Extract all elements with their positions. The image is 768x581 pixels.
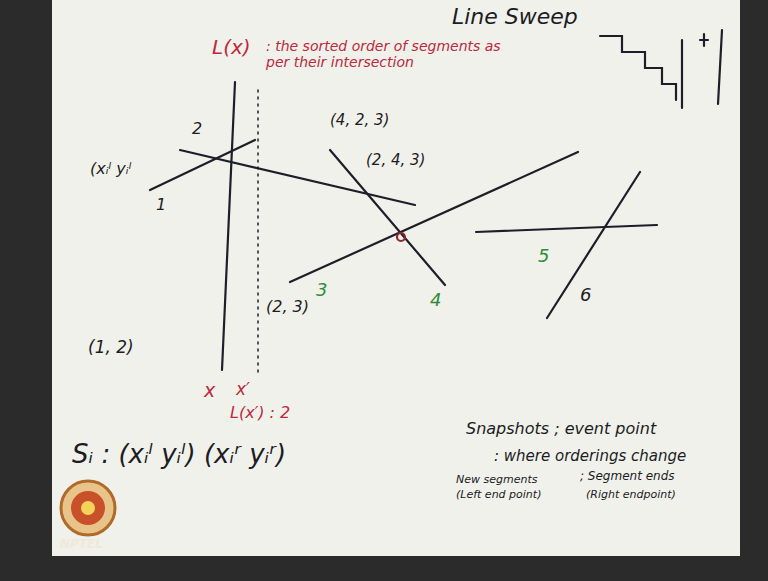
ordering-label: (4, 2, 3) xyxy=(330,112,389,129)
segment-definition: Sᵢ : (xᵢˡ yᵢˡ) (xᵢʳ yᵢʳ) xyxy=(72,440,286,470)
segment-number: 4 xyxy=(430,290,441,311)
ordering-label: (1, 2) xyxy=(88,338,134,358)
staircase xyxy=(600,36,676,100)
intersection-point xyxy=(397,233,405,241)
nptel-logo xyxy=(61,481,115,535)
logo-flower xyxy=(71,491,105,525)
function-name: L(x) xyxy=(212,36,251,59)
endpoint-label: (xᵢˡ yᵢˡ xyxy=(90,160,131,178)
note: Snapshots ; event point xyxy=(466,420,656,438)
sweep-line-next xyxy=(257,90,259,372)
board xyxy=(52,0,740,556)
segment-number: 5 xyxy=(538,246,549,267)
note: New segments xyxy=(456,474,537,487)
segment-5 xyxy=(476,225,657,232)
note: (Left end point) xyxy=(456,489,541,502)
note: (Right endpoint) xyxy=(586,489,676,502)
title: Line Sweep xyxy=(452,4,578,29)
segment-1 xyxy=(150,140,255,190)
logo-ring xyxy=(61,481,115,535)
segment-6 xyxy=(547,172,640,318)
ordering-label: L(x′) : 2 xyxy=(230,404,290,422)
logo-center xyxy=(81,501,95,515)
segment-4 xyxy=(330,150,445,285)
segment-number: 6 xyxy=(580,285,591,306)
definition-note: : the sorted order of segments as per th… xyxy=(266,38,516,70)
stair-bound xyxy=(718,30,722,104)
ordering-label: (2, 4, 3) xyxy=(366,152,425,169)
segment-number: 1 xyxy=(156,196,166,214)
segment-number: 2 xyxy=(192,120,202,138)
stair-sweep-line xyxy=(681,40,683,108)
segment-3 xyxy=(290,152,578,282)
ordering-label: (2, 3) xyxy=(266,298,309,316)
tick xyxy=(703,34,705,46)
note: ; Segment ends xyxy=(580,470,675,484)
segment-number: 3 xyxy=(316,280,327,301)
note: : where orderings change xyxy=(494,448,686,465)
sweep-position: x′ xyxy=(236,380,250,400)
logo-text: NPTEL xyxy=(60,538,103,552)
sweep-line xyxy=(222,82,235,370)
sweep-position: x xyxy=(204,380,215,402)
